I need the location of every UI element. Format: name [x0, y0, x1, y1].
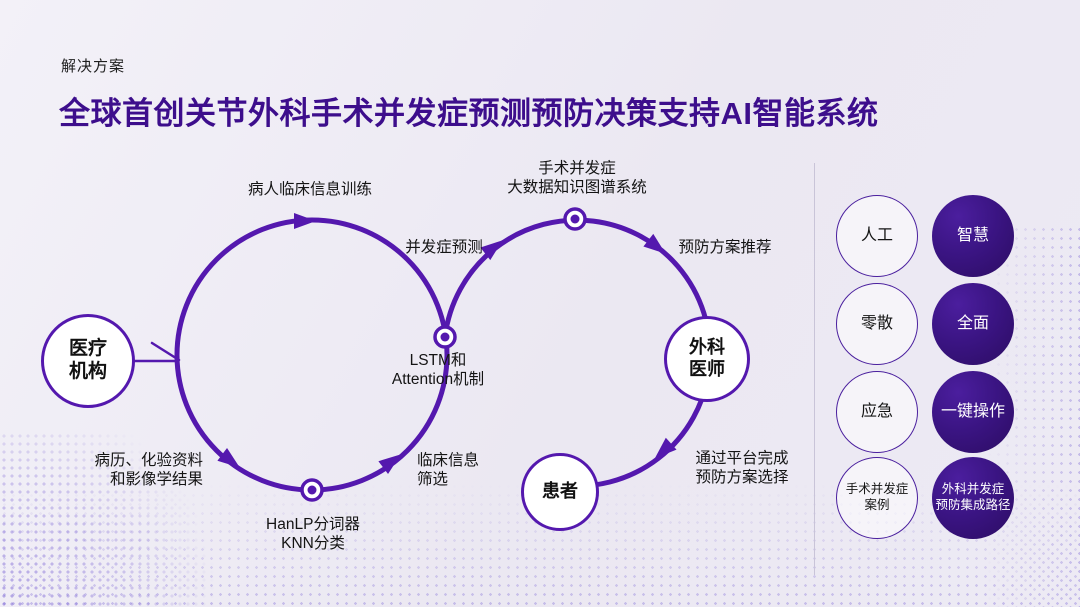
- slide-eyebrow: 解决方案: [61, 58, 126, 75]
- label-recommend: 预防方案推荐: [678, 239, 772, 256]
- label-filter: 临床信息 筛选: [417, 452, 480, 488]
- bullet-lstm-icon: [433, 325, 457, 349]
- label-hanlp: HanLP分词器 KNN分类: [266, 516, 360, 552]
- hospital-connector-arrow-icon: [133, 341, 181, 363]
- label-records: 病历、化验资料 和影像学结果: [94, 452, 203, 488]
- arrow-select-icon: [654, 437, 677, 459]
- arrow-filter-icon: [378, 454, 401, 475]
- label-knowledge-graph: 手术并发症 大数据知识图谱系统: [507, 160, 647, 196]
- arrow-records-icon: [217, 447, 240, 468]
- label-train: 病人临床信息训练: [247, 181, 373, 198]
- comparison-after-smart: 智慧: [932, 195, 1014, 277]
- halftone-swirl-bottom-left: [0, 432, 250, 607]
- node-patient: 患者: [521, 453, 599, 531]
- arrow-predict-icon: [480, 240, 503, 261]
- comparison-before-emergency: 应急: [836, 371, 918, 453]
- bullet-knowledge-graph-icon: [563, 207, 587, 231]
- comparison-before-manual: 人工: [836, 195, 918, 277]
- label-predict: 并发症预测: [405, 239, 483, 256]
- label-select: 通过平台完成 预防方案选择: [695, 450, 789, 486]
- node-surgeon: 外科 医师: [664, 316, 750, 402]
- arrow-train-icon: [294, 213, 316, 229]
- label-lstm: LSTM和 Attention机制: [391, 352, 485, 388]
- panel-divider: [814, 163, 815, 575]
- bullet-hanlp-icon: [300, 478, 324, 502]
- comparison-after-integrated-path: 外科并发症 预防集成路径: [932, 457, 1014, 539]
- arrow-recommend-icon: [643, 233, 666, 254]
- comparison-after-one-click: 一键操作: [932, 371, 1014, 453]
- comparison-before-cases: 手术并发症 案例: [836, 457, 918, 539]
- comparison-before-scattered: 零散: [836, 283, 918, 365]
- slide-title: 全球首创关节外科手术并发症预测预防决策支持AI智能系统: [59, 96, 879, 131]
- node-hospital: 医疗 机构: [41, 314, 135, 408]
- comparison-after-comprehensive: 全面: [932, 283, 1014, 365]
